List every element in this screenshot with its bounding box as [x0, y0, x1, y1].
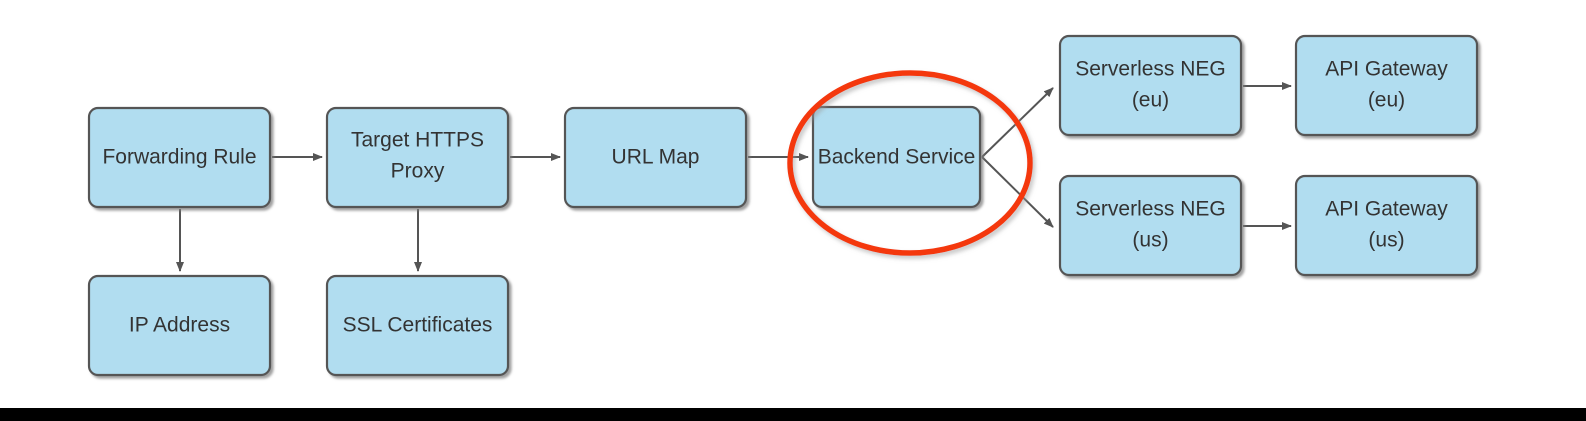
node-api-gateway-us-label-line1: API Gateway — [1325, 198, 1448, 221]
node-ip-address-label: IP Address — [129, 314, 230, 337]
node-target-https-proxy[interactable]: Target HTTPS Proxy — [325, 106, 510, 209]
nodes-layer: Forwarding Rule Target HTTPS Proxy URL M… — [87, 34, 1479, 377]
node-api-gateway-us-box[interactable] — [1294, 174, 1479, 277]
backend-service-highlight-ellipse — [787, 70, 1033, 256]
node-api-gateway-eu-box[interactable] — [1294, 34, 1479, 137]
node-backend-service-label: Backend Service — [818, 146, 976, 169]
node-api-gateway-eu-label-line2: (eu) — [1368, 89, 1405, 112]
bottom-black-bar — [0, 408, 1586, 421]
node-forwarding-rule-box[interactable] — [87, 106, 272, 209]
node-api-gateway-us-label-line2: (us) — [1368, 229, 1404, 252]
node-ip-address[interactable]: IP Address — [87, 274, 272, 377]
edge-backend-to-neg-us — [981, 156, 1054, 228]
node-ip-address-box[interactable] — [87, 274, 272, 377]
node-url-map-label: URL Map — [612, 146, 700, 169]
node-serverless-neg-us-label-line2: (us) — [1132, 229, 1168, 252]
node-serverless-neg-us-box[interactable] — [1058, 174, 1243, 277]
annotations-layer — [787, 70, 1033, 256]
node-backend-service[interactable]: Backend Service — [811, 105, 982, 209]
node-serverless-neg-us[interactable]: Serverless NEG (us) — [1058, 174, 1243, 277]
node-serverless-neg-us-label-line1: Serverless NEG — [1075, 198, 1226, 221]
node-ssl-certificates[interactable]: SSL Certificates — [325, 274, 510, 377]
node-api-gateway-eu-label-line1: API Gateway — [1325, 58, 1448, 81]
node-target-https-proxy-label-line1: Target HTTPS — [351, 129, 484, 152]
node-serverless-neg-eu-label-line1: Serverless NEG — [1075, 58, 1226, 81]
node-forwarding-rule-label: Forwarding Rule — [102, 146, 256, 169]
node-url-map[interactable]: URL Map — [563, 106, 748, 209]
node-url-map-box[interactable] — [563, 106, 748, 209]
node-target-https-proxy-box[interactable] — [325, 106, 510, 209]
node-ssl-certificates-label: SSL Certificates — [343, 314, 493, 337]
node-backend-service-box[interactable] — [811, 105, 982, 209]
node-serverless-neg-eu-label-line2: (eu) — [1132, 89, 1169, 112]
node-ssl-certificates-box[interactable] — [325, 274, 510, 377]
node-serverless-neg-eu-box[interactable] — [1058, 34, 1243, 137]
node-api-gateway-us[interactable]: API Gateway (us) — [1294, 174, 1479, 277]
node-target-https-proxy-label-line2: Proxy — [391, 160, 445, 183]
node-api-gateway-eu[interactable]: API Gateway (eu) — [1294, 34, 1479, 137]
node-forwarding-rule[interactable]: Forwarding Rule — [87, 106, 272, 209]
node-serverless-neg-eu[interactable]: Serverless NEG (eu) — [1058, 34, 1243, 137]
